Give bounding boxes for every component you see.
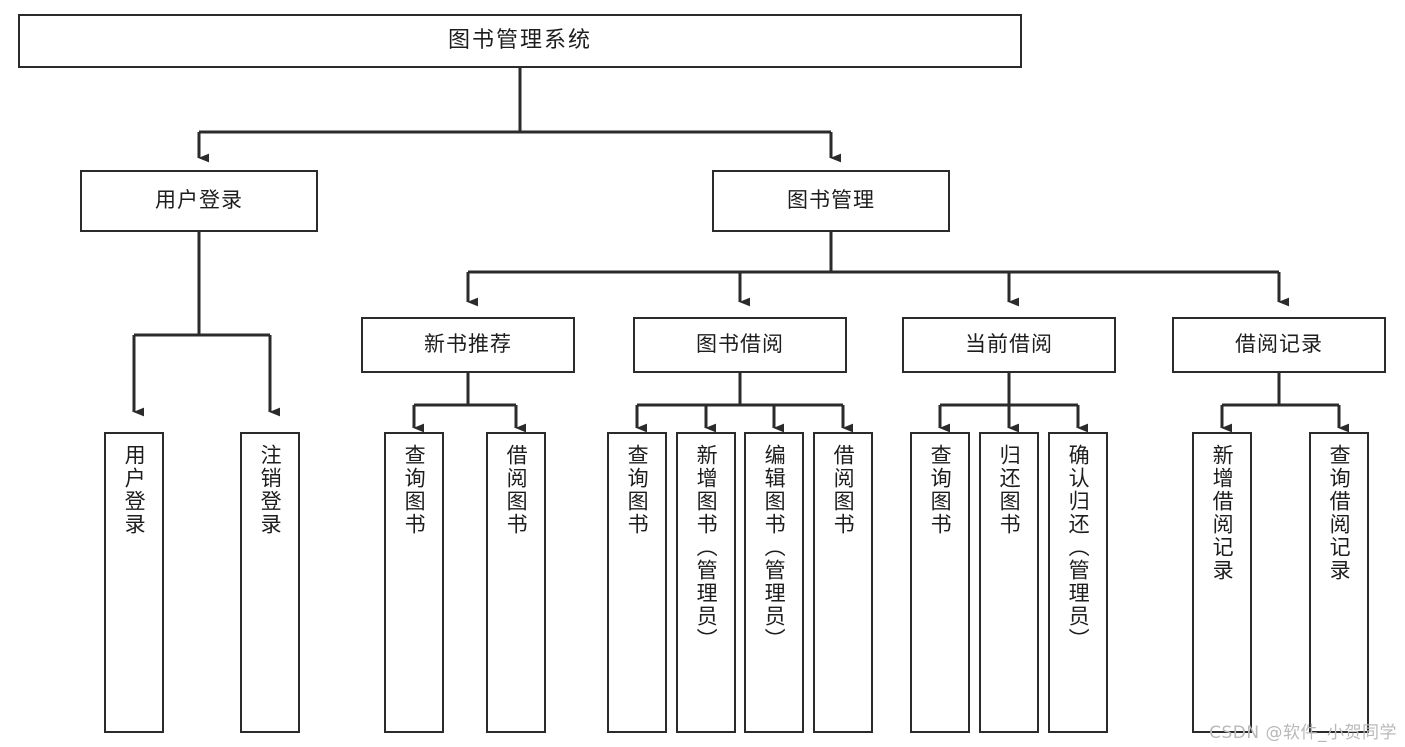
node-label: 图书借阅 [696,332,784,357]
node-leaf-logout-login[interactable]: 注销登录 [240,432,300,733]
node-label: 查询借阅记录 [1327,444,1352,582]
node-current-borrow[interactable]: 当前借阅 [902,317,1116,373]
node-label: 新增图书（管理员） [694,444,719,651]
node-book-borrow[interactable]: 图书借阅 [633,317,847,373]
node-leaf-query-book-current[interactable]: 查询图书 [910,432,970,733]
node-label: 借阅图书 [504,444,529,536]
node-label: 注销登录 [258,444,283,536]
node-label: 图书管理 [787,188,875,213]
node-label: 当前借阅 [965,332,1053,357]
node-leaf-borrow-book[interactable]: 借阅图书 [813,432,873,733]
node-label: 查询图书 [402,444,427,536]
node-label: 查询图书 [625,444,650,536]
node-new-book-recommend[interactable]: 新书推荐 [361,317,575,373]
node-label: 确认归还（管理员） [1066,444,1091,651]
node-label: 借阅图书 [831,444,856,536]
csdn-watermark: CSDN @软件_小贺同学 [1209,723,1397,743]
node-label: 新增借阅记录 [1210,444,1235,582]
node-label: 新书推荐 [424,332,512,357]
node-label: 查询图书 [928,444,953,536]
node-leaf-return-book[interactable]: 归还图书 [979,432,1039,733]
node-leaf-confirm-return[interactable]: 确认归还（管理员） [1048,432,1108,733]
node-label: 归还图书 [997,444,1022,536]
node-label: 用户登录 [122,444,147,536]
node-user-login[interactable]: 用户登录 [80,170,318,232]
node-leaf-borrow-book-recommend[interactable]: 借阅图书 [486,432,546,733]
node-leaf-edit-book[interactable]: 编辑图书（管理员） [744,432,804,733]
node-leaf-user-login[interactable]: 用户登录 [104,432,164,733]
node-book-management[interactable]: 图书管理 [712,170,950,232]
node-label: 编辑图书（管理员） [762,444,787,651]
node-leaf-add-borrow-record[interactable]: 新增借阅记录 [1192,432,1252,733]
node-leaf-query-book-recommend[interactable]: 查询图书 [384,432,444,733]
node-leaf-query-book-borrow[interactable]: 查询图书 [607,432,667,733]
node-borrow-record[interactable]: 借阅记录 [1172,317,1386,373]
node-root-book-management-system[interactable]: 图书管理系统 [18,14,1022,68]
node-label: 用户登录 [155,188,243,213]
node-label: 图书管理系统 [447,27,592,53]
node-leaf-add-book[interactable]: 新增图书（管理员） [676,432,736,733]
node-label: 借阅记录 [1235,332,1323,357]
node-leaf-query-borrow-record[interactable]: 查询借阅记录 [1309,432,1369,733]
